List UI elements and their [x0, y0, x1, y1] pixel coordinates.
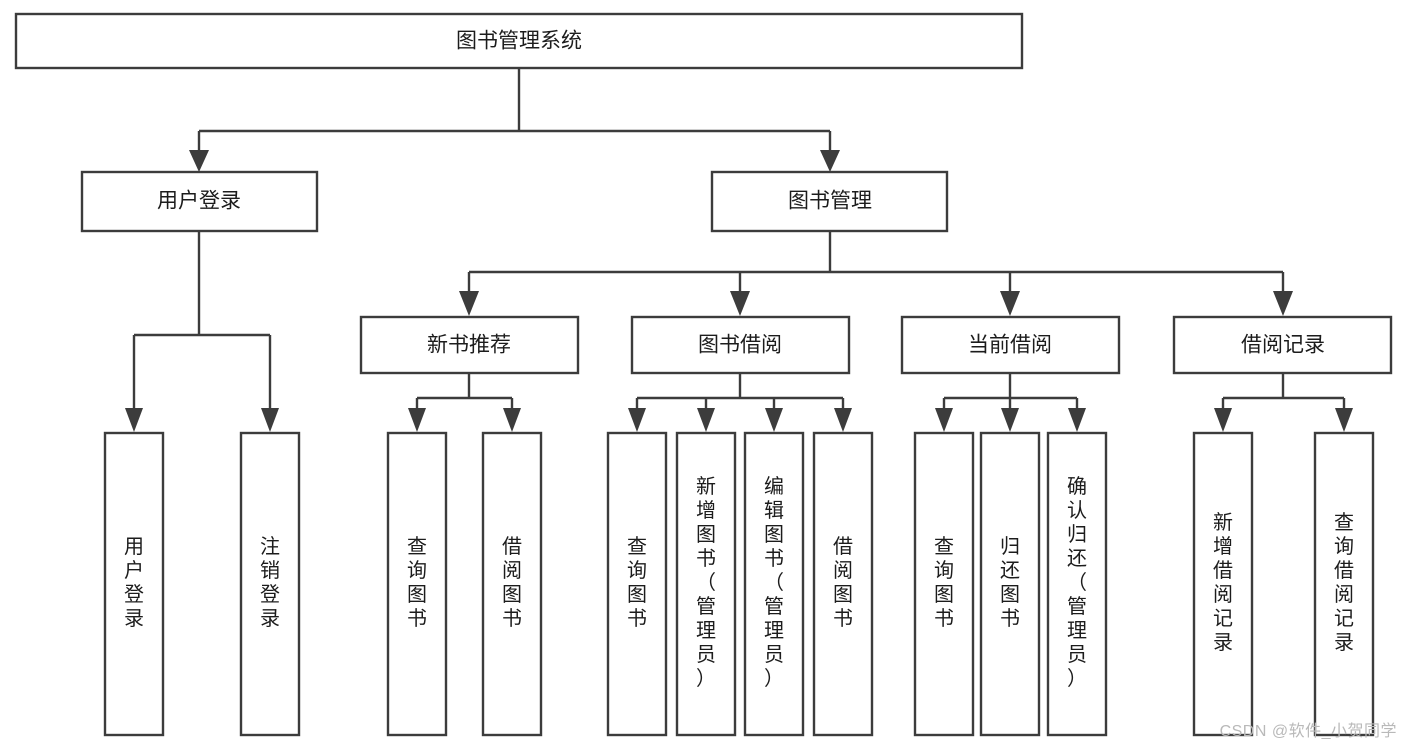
node-user-login-label: 用户登录	[157, 190, 241, 213]
leaf-current-borrow-0[interactable]: 查询图书	[913, 431, 975, 737]
node-book-borrow-box[interactable]	[630, 315, 851, 375]
leaf-book-borrow-1[interactable]: 新增图书（管理员）	[675, 431, 737, 737]
leaf-current-borrow-1[interactable]: 归还图书	[979, 431, 1041, 737]
arrow-icon-borrow-leaf-2	[697, 408, 715, 432]
arrowhead-group	[125, 150, 1353, 432]
leaf-book-borrow-3[interactable]: 借阅图书	[812, 431, 874, 737]
arrow-icon-to-current	[1000, 291, 1020, 316]
node-root[interactable]: 图书管理系统	[14, 12, 1024, 70]
leaf-book-borrow-3-box[interactable]	[812, 431, 874, 737]
leaf-borrow-record-0[interactable]: 新增借阅记录	[1192, 431, 1254, 737]
arrow-icon-to-book-manage	[820, 150, 840, 172]
leaf-book-borrow-2[interactable]: 编辑图书（管理员）	[743, 431, 805, 737]
leaf-borrow-record-1-box[interactable]	[1313, 431, 1375, 737]
arrow-icon-borrow-leaf-4	[834, 408, 852, 432]
arrow-icon-user-login-leaf-2	[261, 408, 279, 432]
arrow-icon-borrow-leaf-3	[765, 408, 783, 432]
arrow-icon-current-leaf-1	[935, 408, 953, 432]
leaf-user-login-1[interactable]: 注销登录	[239, 431, 301, 737]
leaf-recommend-1-box[interactable]	[481, 431, 543, 737]
arrow-icon-user-login-leaf-1	[125, 408, 143, 432]
leaf-recommend-0-box[interactable]	[386, 431, 448, 737]
node-book-manage-label: 图书管理	[788, 190, 872, 213]
node-current-borrow-label: 当前借阅	[968, 334, 1052, 357]
node-borrow-record-label: 借阅记录	[1241, 334, 1325, 357]
arrow-icon-current-leaf-2	[1001, 408, 1019, 432]
arrow-icon-to-borrow	[730, 291, 750, 316]
arrow-icon-recommend-leaf-2	[503, 408, 521, 432]
node-user-login[interactable]: 用户登录	[80, 170, 319, 233]
arrow-icon-recommend-leaf-1	[408, 408, 426, 432]
node-current-borrow[interactable]: 当前借阅	[900, 315, 1121, 375]
node-new-book-recommend-box[interactable]	[359, 315, 580, 375]
leaf-user-login-0-box[interactable]	[103, 431, 165, 737]
leaf-user-login-0-label: 用户登录	[124, 536, 144, 630]
node-book-borrow[interactable]: 图书借阅	[630, 315, 851, 375]
node-root-box[interactable]	[14, 12, 1024, 70]
leaf-current-borrow-1-box[interactable]	[979, 431, 1041, 737]
leaf-borrow-record-0-label: 新增借阅记录	[1213, 511, 1233, 654]
node-book-manage-box[interactable]	[710, 170, 949, 233]
leaf-recommend-0-label: 查询图书	[407, 535, 427, 630]
leaf-book-borrow-3-label: 借阅图书	[833, 535, 853, 630]
leaf-borrow-record-1[interactable]: 查询借阅记录	[1313, 431, 1375, 737]
node-borrow-record-box[interactable]	[1172, 315, 1393, 375]
arrow-icon-to-user-login	[189, 150, 209, 172]
arrow-icon-to-recommend	[459, 291, 479, 316]
leaf-borrow-record-0-box[interactable]	[1192, 431, 1254, 737]
leaf-current-borrow-2-box[interactable]	[1046, 431, 1108, 737]
node-root-label: 图书管理系统	[456, 30, 582, 53]
arrow-icon-borrow-leaf-1	[628, 408, 646, 432]
leaf-user-login-0[interactable]: 用户登录	[103, 431, 165, 737]
leaf-current-borrow-0-label: 查询图书	[934, 535, 954, 630]
node-new-book-recommend-label: 新书推荐	[427, 334, 511, 357]
leaf-book-borrow-0[interactable]: 查询图书	[606, 431, 668, 737]
node-current-borrow-box[interactable]	[900, 315, 1121, 375]
leaf-current-borrow-2[interactable]: 确认归还（管理员）	[1046, 431, 1108, 737]
node-new-book-recommend[interactable]: 新书推荐	[359, 315, 580, 375]
arrow-icon-record-leaf-1	[1214, 408, 1232, 432]
arrow-icon-record-leaf-2	[1335, 408, 1353, 432]
leaf-user-login-1-box[interactable]	[239, 431, 301, 737]
leaf-book-borrow-1-label: 新增图书（管理员）	[696, 475, 716, 690]
leaf-user-login-1-label: 注销登录	[260, 535, 280, 630]
leaf-recommend-1-label: 借阅图书	[502, 535, 522, 630]
leaf-current-borrow-0-box[interactable]	[913, 431, 975, 737]
arrow-icon-to-record	[1273, 291, 1293, 316]
leaf-book-borrow-0-label: 查询图书	[627, 535, 647, 630]
node-book-borrow-label: 图书借阅	[698, 334, 782, 357]
leaf-current-borrow-1-label: 归还图书	[1000, 535, 1020, 630]
node-book-manage[interactable]: 图书管理	[710, 170, 949, 233]
leaf-book-borrow-0-box[interactable]	[606, 431, 668, 737]
node-borrow-record[interactable]: 借阅记录	[1172, 315, 1393, 375]
leaf-recommend-1[interactable]: 借阅图书	[481, 431, 543, 737]
leaf-borrow-record-1-label: 查询借阅记录	[1334, 511, 1354, 654]
leaf-current-borrow-2-label: 确认归还（管理员）	[1067, 475, 1087, 690]
leaf-book-borrow-1-box[interactable]	[675, 431, 737, 737]
leaf-book-borrow-2-box[interactable]	[743, 431, 805, 737]
node-user-login-box[interactable]	[80, 170, 319, 233]
connector-group	[132, 68, 1346, 408]
csdn-watermark: CSDN @软件_小贺同学	[1219, 723, 1397, 740]
leaf-recommend-0[interactable]: 查询图书	[386, 431, 448, 737]
leaf-book-borrow-2-label: 编辑图书（管理员）	[764, 475, 784, 690]
arrow-icon-current-leaf-3	[1068, 408, 1086, 432]
